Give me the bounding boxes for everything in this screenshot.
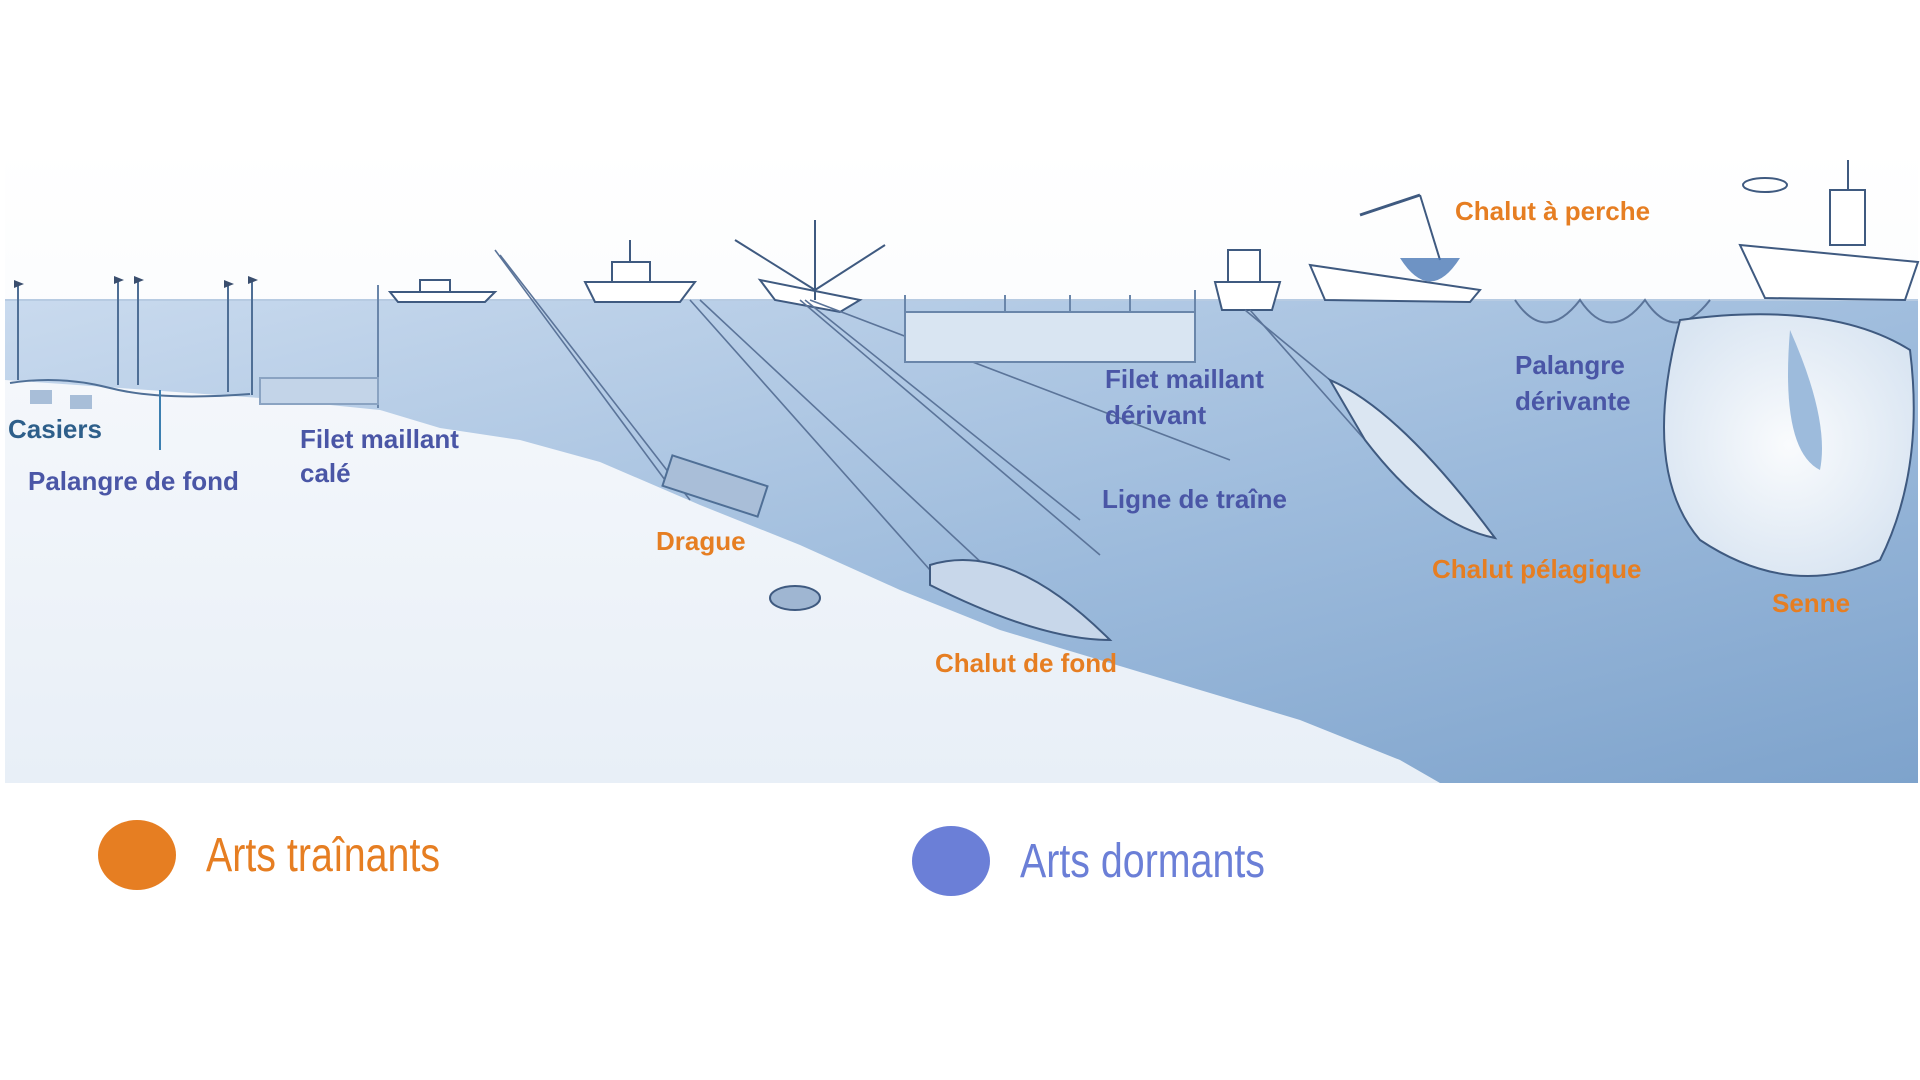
label-filet-maillant-derivant-2: dérivant bbox=[1105, 400, 1206, 430]
label-filet-maillant-derivant-1: Filet maillant bbox=[1105, 364, 1264, 394]
palangre-derivante-line bbox=[1514, 298, 1711, 324]
senne-water bbox=[1788, 330, 1822, 470]
chalut-fond-net bbox=[929, 559, 1113, 642]
drague-gear bbox=[661, 454, 769, 518]
label-filet-maillant-cale-1: Filet maillant bbox=[300, 424, 459, 454]
buoy-flags bbox=[14, 276, 258, 288]
label-chalut-de-fond: Chalut de fond bbox=[935, 648, 1117, 678]
label-filet-maillant-cale-2: calé bbox=[300, 458, 351, 488]
legend-trailing-label: Arts traînants bbox=[206, 828, 441, 882]
boat-beam-trawl bbox=[1308, 193, 1482, 304]
legend-stationary-label: Arts dormants bbox=[1020, 834, 1265, 888]
senne-net bbox=[1663, 313, 1915, 577]
label-chalut-pelagique: Chalut pélagique bbox=[1432, 554, 1641, 584]
legend-stationary-swatch bbox=[912, 826, 990, 896]
seabed bbox=[5, 380, 1440, 783]
legend-trailing: Arts traînants bbox=[98, 820, 491, 890]
chalut-pelagique-net bbox=[1327, 377, 1498, 540]
boat-seiner bbox=[1738, 160, 1920, 302]
legend-trailing-swatch bbox=[98, 820, 176, 890]
casiers-gear bbox=[9, 280, 253, 450]
label-palangre-derivante-1: Palangre bbox=[1515, 350, 1625, 380]
filet-derivant-gear bbox=[904, 290, 1196, 363]
label-drague: Drague bbox=[656, 526, 746, 556]
label-casiers: Casiers bbox=[8, 414, 102, 444]
scene-background bbox=[5, 148, 1918, 783]
label-chalut-a-perche: Chalut à perche bbox=[1455, 196, 1650, 226]
fish-icon bbox=[769, 585, 821, 611]
boat-bottom-trawl bbox=[583, 240, 697, 303]
filet-cale-gear bbox=[259, 285, 379, 408]
legend-stationary: Arts dormants bbox=[912, 826, 1319, 896]
label-palangre-derivante-2: dérivante bbox=[1515, 386, 1631, 416]
boat-pelagic-trawl bbox=[1213, 249, 1282, 311]
label-senne: Senne bbox=[1772, 588, 1850, 618]
label-palangre-de-fond: Palangre de fond bbox=[28, 466, 239, 496]
tow-lines bbox=[494, 249, 1366, 581]
label-ligne-de-traine: Ligne de traîne bbox=[1102, 484, 1287, 514]
boat-dredge bbox=[387, 279, 498, 303]
